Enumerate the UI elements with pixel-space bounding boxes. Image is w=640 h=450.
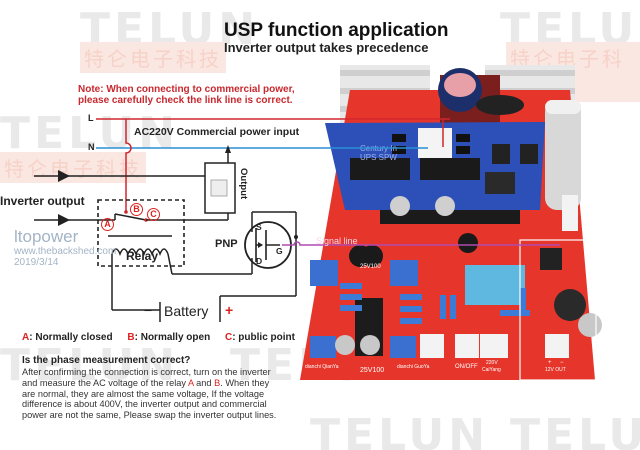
connector-12v xyxy=(545,334,569,358)
pin-s-label: S xyxy=(256,222,262,232)
line-l-label: L xyxy=(88,113,94,123)
point-a-marker: A xyxy=(101,218,114,231)
pin-d-label: D xyxy=(256,256,263,266)
phase-explanation: After confirming the connection is corre… xyxy=(22,367,282,421)
inverter-output-label: Inverter output xyxy=(0,194,85,208)
explanation-and: and xyxy=(193,377,215,388)
line-n-label: N xyxy=(88,142,95,152)
transformer xyxy=(465,265,525,305)
note-line-2: please carefully check the link line is … xyxy=(78,95,293,106)
signal-wire xyxy=(282,241,560,246)
watermark-telun: TELUN xyxy=(0,340,180,391)
legend-c-text: : public point xyxy=(232,332,295,343)
legend-c-key: C xyxy=(224,332,233,343)
module-connector xyxy=(418,128,452,158)
potentiometer xyxy=(390,260,418,286)
watermark-telun: TELUN xyxy=(0,108,180,159)
inductor xyxy=(554,289,586,321)
connector-onoff xyxy=(455,334,479,358)
pin-header xyxy=(380,210,520,224)
battery-minus: − xyxy=(144,302,153,318)
legend-b-key: B xyxy=(127,332,135,343)
pcb-board-photo: Century In UPS SPW xyxy=(300,65,602,381)
capacitor-tall xyxy=(545,100,581,210)
connector-signal xyxy=(420,334,444,358)
legend-a-text: : Normally closed xyxy=(29,332,113,343)
conn-label-minus: − xyxy=(560,360,564,366)
ac-input-label: AC220V Commercial power input xyxy=(134,126,300,138)
explanation-text-2: When they are normal, they are almost th… xyxy=(22,377,277,421)
cap-label: 25V100 xyxy=(360,264,381,270)
conn-label-onoff: ON/OFF xyxy=(455,364,478,370)
warning-note: Note: When connecting to commercial powe… xyxy=(78,84,295,106)
relay-box xyxy=(97,199,185,267)
watermark-telun-cn: 特仑电子科技 xyxy=(80,42,226,73)
battery-plus: + xyxy=(225,302,234,318)
pin-g-label: G xyxy=(276,246,283,256)
explanation-text: After confirming the connection is corre… xyxy=(22,367,271,388)
arrow-icon xyxy=(58,214,70,226)
conn-label-220v: 220V xyxy=(486,360,498,366)
explanation-end: . xyxy=(220,377,223,388)
page-title: USP function application xyxy=(224,20,449,41)
legend-b-text: : Normally open xyxy=(134,332,211,343)
module-label-2: UPS SPW xyxy=(360,153,397,162)
legend-a-key: A xyxy=(22,332,30,343)
watermark-telun: TELUN xyxy=(510,410,640,450)
socket-icon xyxy=(210,179,228,197)
explanation-a: A xyxy=(188,377,194,388)
legend-c: C: public point xyxy=(225,332,295,343)
relay-label: Relay xyxy=(126,249,159,263)
legend-b: B: Normally open xyxy=(127,332,210,343)
pnp-label: PNP xyxy=(215,238,238,250)
explanation-b: B xyxy=(214,377,221,388)
connector-220v xyxy=(480,334,508,358)
conn-label-12v: 12V OUT xyxy=(545,367,566,373)
signal-line-label: Signal line xyxy=(316,236,358,246)
relay-switch-contact xyxy=(114,213,147,221)
battery-label: Battery xyxy=(164,303,209,319)
pot-label: dianchi GuoYa xyxy=(397,364,430,370)
live-drop-wire xyxy=(125,119,132,212)
relay-point-legend: A: Normally closed B: Normally open C: p… xyxy=(22,332,307,343)
pot-label: dianchi QianYa xyxy=(305,364,339,370)
watermark-telun: TELUN xyxy=(310,410,490,450)
watermark-telun-cn: 特仑电子科技 xyxy=(0,152,146,183)
legend-a: A: Normally closed xyxy=(22,332,113,343)
conn-label-plus: + xyxy=(548,360,552,366)
cap-label: 25V100 xyxy=(360,367,384,374)
phase-question: Is the phase measurement correct? xyxy=(22,355,191,366)
page-subtitle: Inverter output takes precedence xyxy=(224,40,429,55)
conn-label-caiyang: CaiYang xyxy=(482,367,501,373)
point-b-marker: B xyxy=(130,203,143,216)
arrow-icon xyxy=(58,170,70,182)
point-c-marker: C xyxy=(147,208,160,221)
forum-date: 2019/3/14 xyxy=(14,257,59,268)
relay-coil xyxy=(111,248,169,257)
forum-watermark: ltopower www.thebackshed.com 2019/3/14 xyxy=(14,227,117,269)
forum-url: www.thebackshed.com xyxy=(14,246,117,257)
potentiometer xyxy=(310,260,338,286)
note-line-1: Note: When connecting to commercial powe… xyxy=(78,84,295,95)
output-label: Output xyxy=(238,168,249,200)
forum-user: ltopower xyxy=(14,227,79,246)
